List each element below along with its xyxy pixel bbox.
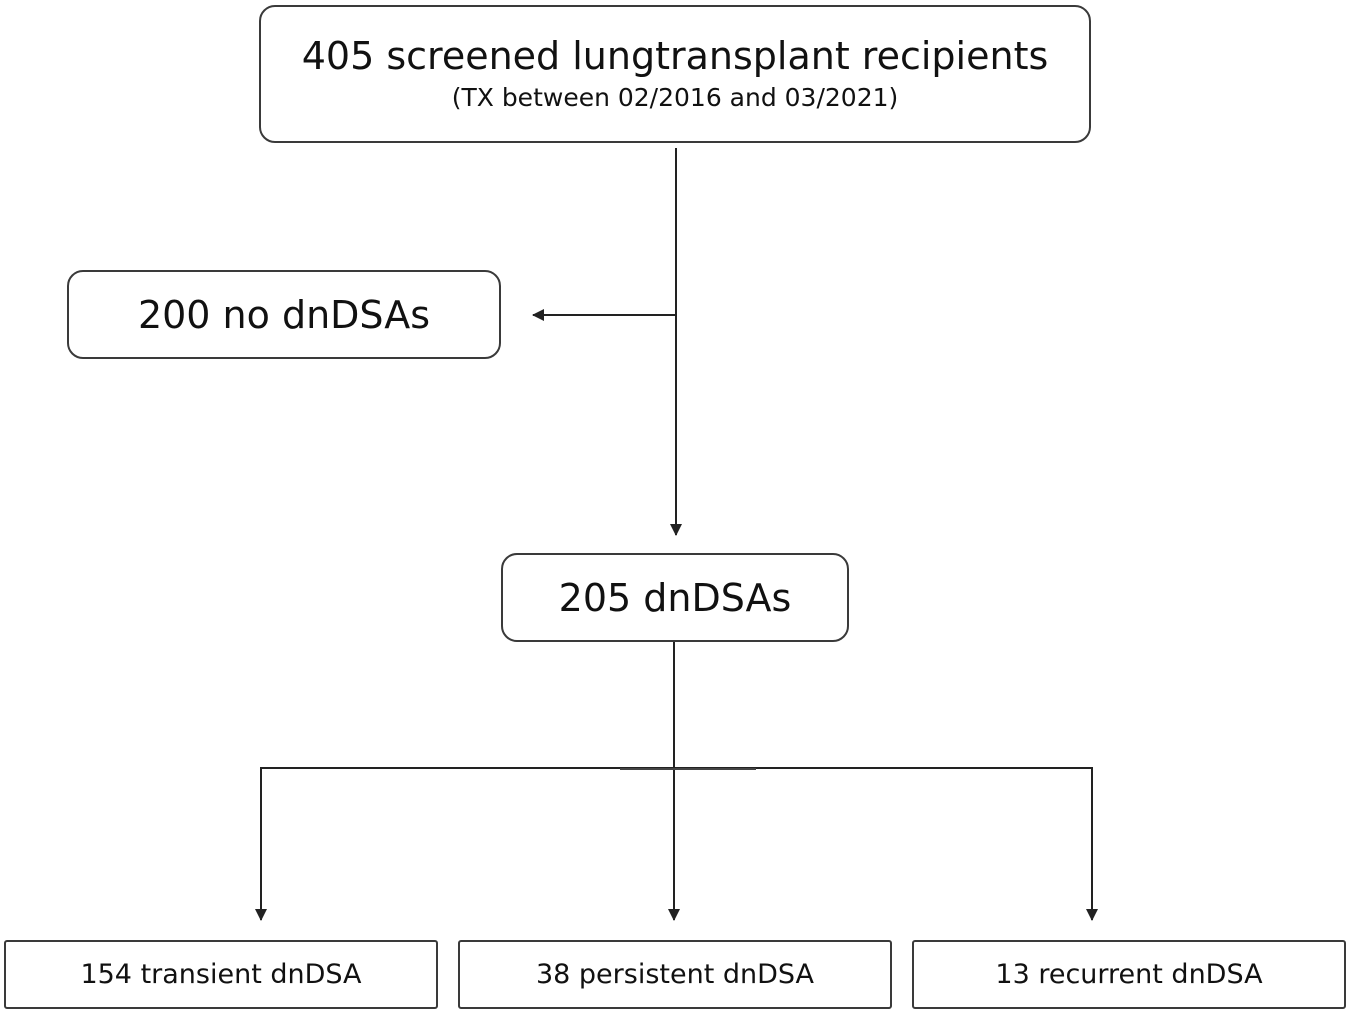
recurrent-dndsa-box: 13 recurrent dnDSA xyxy=(912,940,1346,1009)
persistent-dndsa-label: 38 persistent dnDSA xyxy=(535,958,815,990)
transient-dndsa-label: 154 transient dnDSA xyxy=(80,958,362,990)
persistent-dndsa-box: 38 persistent dnDSA xyxy=(458,940,892,1009)
screened-recipients-box: 405 screened lungtransplant recipients (… xyxy=(259,5,1091,143)
transient-dndsa-box: 154 transient dnDSA xyxy=(4,940,438,1009)
recurrent-dndsa-label: 13 recurrent dnDSA xyxy=(995,958,1263,990)
no-dndsa-label: 200 no dnDSAs xyxy=(137,292,431,337)
no-dndsa-box: 200 no dnDSAs xyxy=(67,270,501,359)
transplant-period: (TX between 02/2016 and 03/2021) xyxy=(451,83,899,112)
screened-recipients-count: 405 screened lungtransplant recipients xyxy=(301,34,1049,78)
dndsa-box: 205 dnDSAs xyxy=(501,553,849,642)
dndsa-label: 205 dnDSAs xyxy=(558,575,792,620)
